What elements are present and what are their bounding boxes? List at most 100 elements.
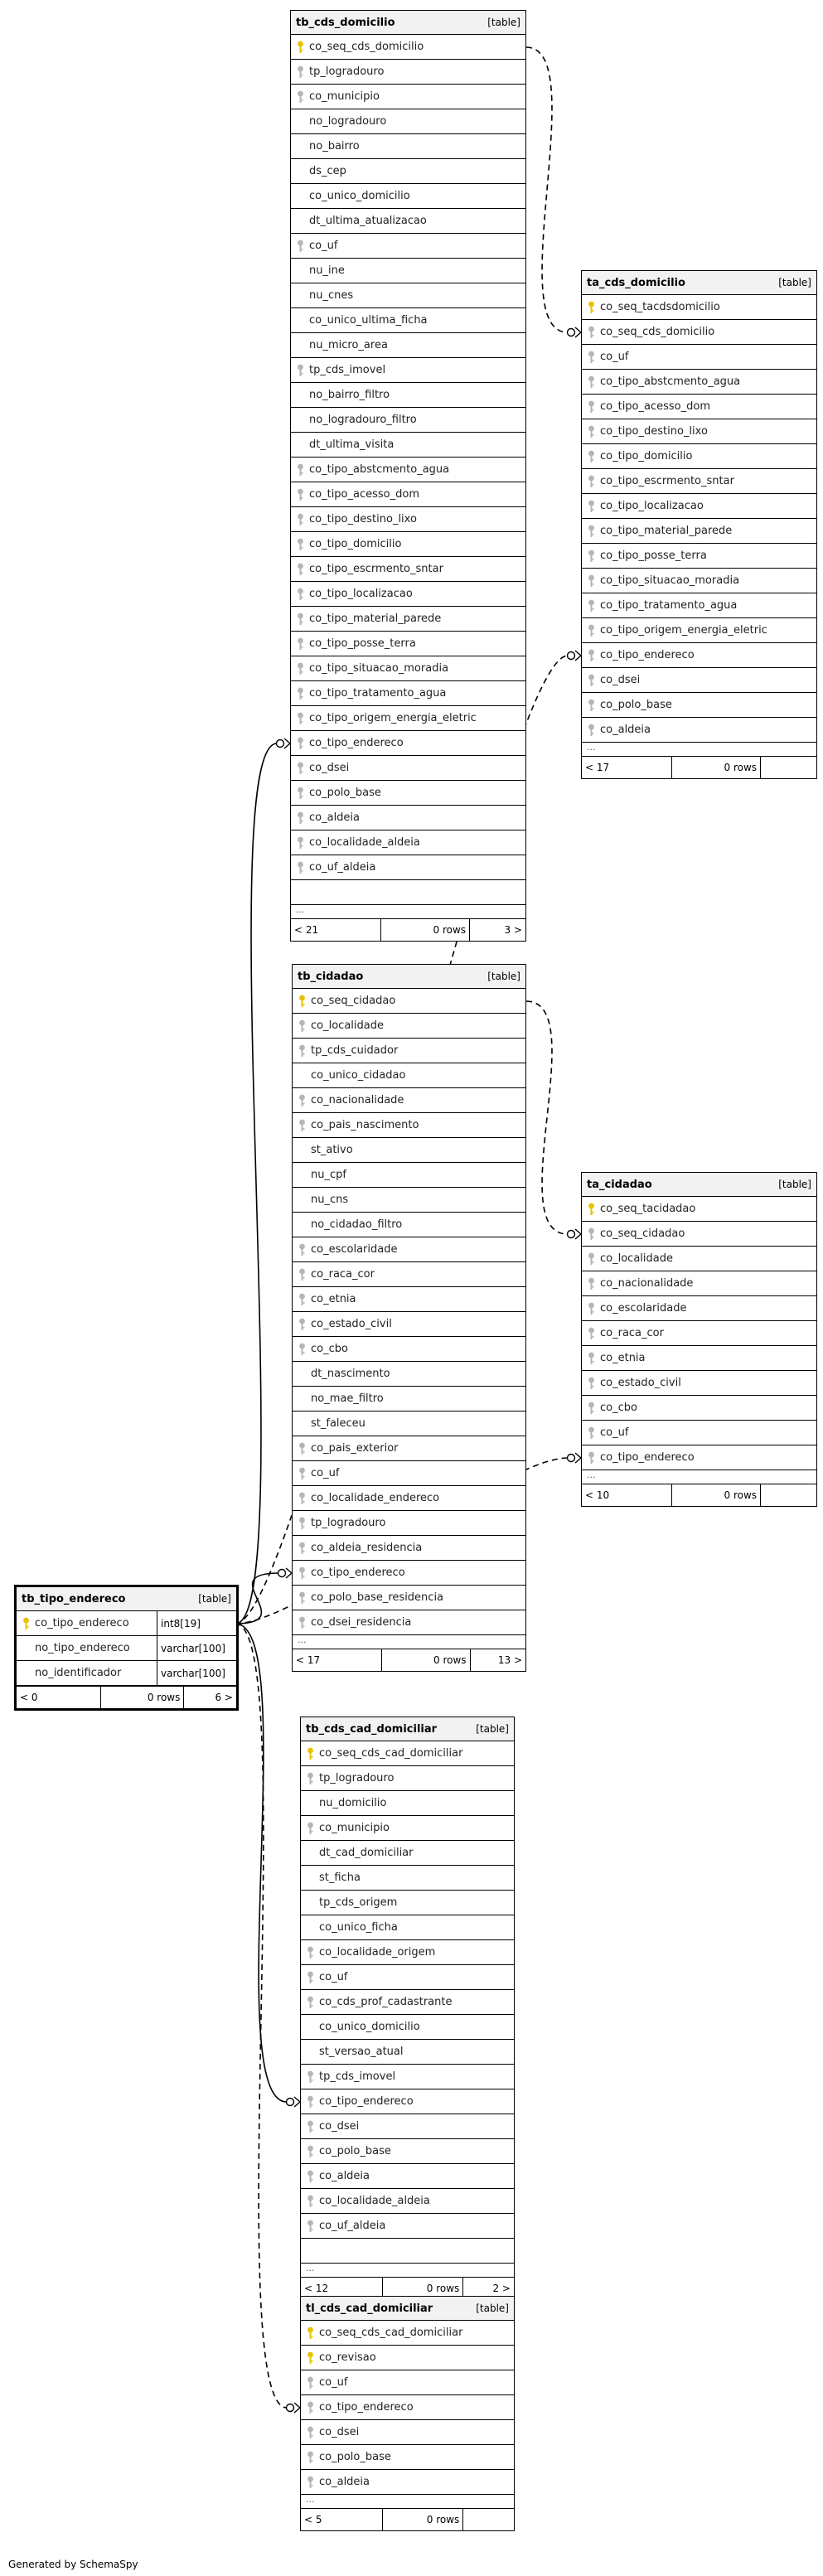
column-row[interactable]: nu_ine bbox=[291, 259, 525, 283]
column-row[interactable]: co_aldeia bbox=[301, 2164, 514, 2189]
column-row[interactable]: co_estado_civil bbox=[293, 1312, 525, 1337]
column-row[interactable]: co_seq_cds_domicilio bbox=[291, 35, 525, 60]
column-row[interactable]: co_tipo_posse_terra bbox=[582, 544, 816, 569]
column-row[interactable]: co_cbo bbox=[582, 1396, 816, 1421]
column-row[interactable]: co_etnia bbox=[582, 1346, 816, 1371]
column-row[interactable]: no_cidadao_filtro bbox=[293, 1213, 525, 1237]
table-header[interactable]: ta_cidadao[table] bbox=[582, 1173, 816, 1197]
column-row[interactable]: co_aldeia bbox=[301, 2470, 514, 2495]
column-row[interactable]: no_logradouro_filtro bbox=[291, 408, 525, 433]
column-row[interactable]: co_uf bbox=[301, 2370, 514, 2395]
column-row[interactable]: nu_micro_area bbox=[291, 333, 525, 358]
column-row[interactable]: co_seq_cidadao bbox=[582, 1222, 816, 1247]
column-row[interactable]: co_tipo_localizacao bbox=[582, 494, 816, 519]
column-row[interactable]: co_uf bbox=[582, 1421, 816, 1445]
column-row[interactable]: co_polo_base bbox=[301, 2445, 514, 2470]
column-row[interactable]: co_tipo_tratamento_agua bbox=[291, 681, 525, 706]
column-row[interactable]: dt_nascimento bbox=[293, 1362, 525, 1387]
column-row[interactable]: nu_cpf bbox=[293, 1163, 525, 1188]
column-row[interactable]: co_localidade_aldeia bbox=[301, 2189, 514, 2214]
column-row[interactable]: co_tipo_situacao_moradia bbox=[291, 656, 525, 681]
table-header[interactable]: ta_cds_domicilio[table] bbox=[582, 271, 816, 295]
column-row[interactable]: st_ficha bbox=[301, 1866, 514, 1891]
table-tb-cds-domicilio[interactable]: tb_cds_domicilio[table]co_seq_cds_domici… bbox=[290, 10, 526, 942]
column-row[interactable]: co_uf bbox=[293, 1461, 525, 1486]
column-row[interactable]: tp_cds_imovel bbox=[291, 358, 525, 383]
table-tl-cds-cad-domiciliar[interactable]: tl_cds_cad_domiciliar[table]co_seq_cds_c… bbox=[300, 2296, 515, 2531]
column-row[interactable]: co_localidade bbox=[582, 1247, 816, 1271]
column-row[interactable]: co_unico_ficha bbox=[301, 1915, 514, 1940]
column-row[interactable]: tp_cds_imovel bbox=[301, 2065, 514, 2089]
column-row[interactable]: co_tipo_destino_lixo bbox=[291, 507, 525, 532]
column-row[interactable]: co_escolaridade bbox=[582, 1296, 816, 1321]
column-row[interactable]: co_seq_cds_cad_domiciliar bbox=[301, 1741, 514, 1766]
table-header[interactable]: tb_cidadao[table] bbox=[293, 965, 525, 989]
column-row[interactable]: co_tipo_escrmento_sntar bbox=[291, 557, 525, 582]
column-row[interactable]: co_dsei bbox=[301, 2420, 514, 2445]
column-row[interactable]: co_tipo_endereco bbox=[301, 2395, 514, 2420]
column-row[interactable]: co_cbo bbox=[293, 1337, 525, 1362]
table-name[interactable]: tl_cds_cad_domiciliar bbox=[306, 2302, 433, 2315]
column-row[interactable]: co_escolaridade bbox=[293, 1237, 525, 1262]
column-row[interactable]: co_tipo_tratamento_agua bbox=[582, 593, 816, 618]
column-row[interactable]: co_uf_aldeia bbox=[301, 2214, 514, 2239]
column-row[interactable]: co_nacionalidade bbox=[582, 1271, 816, 1296]
column-row[interactable]: co_tipo_endereco bbox=[301, 2089, 514, 2114]
column-row[interactable]: co_unico_cidadao bbox=[293, 1063, 525, 1088]
column-row[interactable]: co_unico_domicilio bbox=[301, 2015, 514, 2040]
column-row[interactable]: co_raca_cor bbox=[293, 1262, 525, 1287]
column-row[interactable]: tp_logradouro bbox=[301, 1766, 514, 1791]
column-row[interactable]: co_estado_civil bbox=[582, 1371, 816, 1396]
column-row[interactable]: co_tipo_endereco bbox=[582, 643, 816, 668]
table-header[interactable]: tb_cds_domicilio[table] bbox=[291, 11, 525, 35]
column-row[interactable]: co_tipo_acesso_dom bbox=[291, 482, 525, 507]
table-header[interactable]: tb_cds_cad_domiciliar[table] bbox=[301, 1717, 514, 1741]
table-ta-cds-domicilio[interactable]: ta_cds_domicilio[table]co_seq_tacdsdomic… bbox=[581, 270, 817, 779]
column-row[interactable]: nu_domicilio bbox=[301, 1791, 514, 1816]
column-row[interactable]: co_seq_cds_domicilio bbox=[582, 320, 816, 345]
column-row[interactable]: tp_logradouro bbox=[293, 1511, 525, 1536]
column-row[interactable]: no_mae_filtro bbox=[293, 1387, 525, 1411]
column-row[interactable]: co_aldeia_residencia bbox=[293, 1536, 525, 1561]
column-row[interactable]: co_localidade bbox=[293, 1014, 525, 1039]
column-row[interactable]: co_localidade_aldeia bbox=[291, 830, 525, 855]
column-row[interactable]: co_polo_base_residencia bbox=[293, 1586, 525, 1610]
column-row[interactable]: co_revisao bbox=[301, 2346, 514, 2370]
table-name[interactable]: tb_tipo_endereco bbox=[22, 1592, 126, 1605]
column-row[interactable]: st_faleceu bbox=[293, 1411, 525, 1436]
column-row[interactable]: co_raca_cor bbox=[582, 1321, 816, 1346]
column-row[interactable]: co_tipo_abstcmento_agua bbox=[582, 370, 816, 395]
column-row[interactable]: co_tipo_endereco bbox=[582, 1445, 816, 1470]
column-row[interactable]: co_tipo_posse_terra bbox=[291, 632, 525, 656]
column-row[interactable]: ds_cep bbox=[291, 159, 525, 184]
column-row[interactable]: dt_cad_domiciliar bbox=[301, 1841, 514, 1866]
table-name[interactable]: ta_cidadao bbox=[587, 1178, 652, 1191]
column-row[interactable]: co_tipo_origem_energia_eletric bbox=[582, 618, 816, 643]
column-row[interactable]: tp_logradouro bbox=[291, 60, 525, 85]
column-row[interactable]: co_municipio bbox=[291, 85, 525, 109]
column-row[interactable]: st_versao_atual bbox=[301, 2040, 514, 2065]
table-header[interactable]: tl_cds_cad_domiciliar[table] bbox=[301, 2297, 514, 2321]
column-row[interactable]: co_aldeia bbox=[582, 718, 816, 743]
column-row[interactable]: co_polo_base bbox=[582, 693, 816, 718]
column-row[interactable]: co_tipo_acesso_dom bbox=[582, 395, 816, 419]
column-row[interactable]: co_nacionalidade bbox=[293, 1088, 525, 1113]
column-row[interactable]: co_pais_exterior bbox=[293, 1436, 525, 1461]
column-row[interactable]: co_tipo_escrmento_sntar bbox=[582, 469, 816, 494]
column-row[interactable]: co_seq_tacidadao bbox=[582, 1197, 816, 1222]
column-row[interactable]: co_uf bbox=[301, 1965, 514, 1990]
column-row[interactable]: co_localidade_origem bbox=[301, 1940, 514, 1965]
column-row[interactable]: co_seq_cidadao bbox=[293, 989, 525, 1014]
column-row[interactable]: co_tipo_destino_lixo bbox=[582, 419, 816, 444]
column-row[interactable]: tp_cds_origem bbox=[301, 1891, 514, 1915]
column-row[interactable]: tp_cds_cuidador bbox=[293, 1039, 525, 1063]
column-row[interactable]: co_uf bbox=[291, 234, 525, 259]
column-row[interactable]: dt_ultima_visita bbox=[291, 433, 525, 458]
column-row[interactable]: st_ativo bbox=[293, 1138, 525, 1163]
column-row[interactable]: co_tipo_endereco bbox=[293, 1561, 525, 1586]
column-row[interactable]: nu_cnes bbox=[291, 283, 525, 308]
